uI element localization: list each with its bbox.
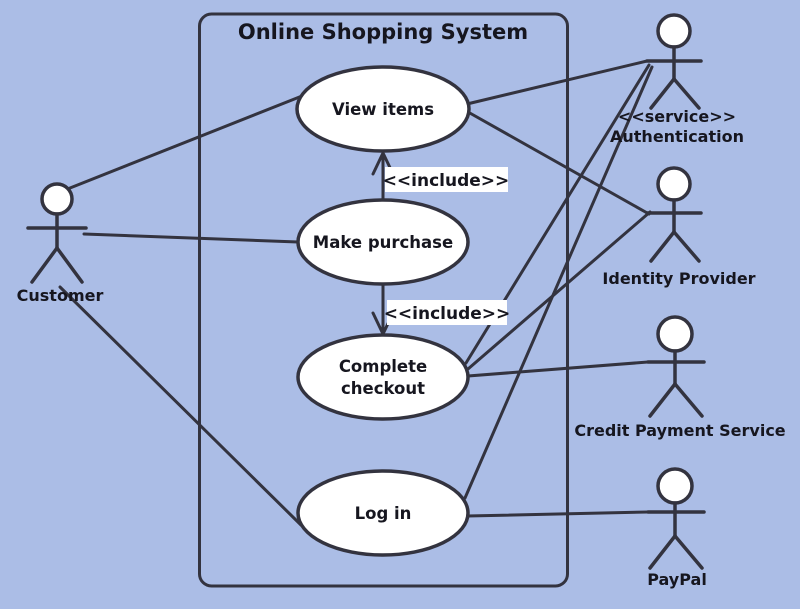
usecase-log-in: Log in — [296, 469, 470, 557]
include-label-background — [385, 167, 508, 192]
edge-log-in-paypal — [465, 510, 650, 518]
actor-head-icon — [656, 13, 692, 49]
usecase-complete-checkout: Complete checkout — [296, 333, 470, 421]
actor-label: Authentication — [610, 127, 744, 146]
actor-label: Customer — [17, 286, 104, 305]
usecase-label: Log in — [355, 504, 412, 523]
edge-customer-make-purchase — [82, 232, 300, 244]
actor-head-icon — [656, 315, 694, 353]
actor-head-icon — [656, 467, 694, 505]
actor-customer: Customer — [17, 182, 104, 305]
edge-log-in-authentication — [463, 65, 654, 500]
actor-label: PayPal — [647, 570, 707, 589]
actor-paypal: PayPal — [646, 467, 707, 589]
actor-leg-left — [648, 382, 677, 418]
edge-customer-view-items — [68, 94, 304, 190]
actor-leg-right — [672, 77, 701, 110]
usecase-label: Make purchase — [313, 233, 453, 252]
include-stereotype-label: <<include>> — [383, 171, 510, 191]
actor-label: Identity Provider — [602, 269, 755, 288]
actor-authentication: <<service>> Authentication — [610, 13, 744, 146]
edge-customer-log-in — [58, 285, 303, 527]
usecase-ellipse — [296, 333, 470, 421]
actor-leg-right — [673, 382, 704, 418]
actor-stereotype: <<service>> — [618, 107, 736, 126]
include-label-top: <<include>> — [383, 167, 510, 192]
system-title: Online Shopping System — [238, 20, 528, 44]
edge-complete-checkout-identity-provider — [466, 210, 652, 371]
actor-head-icon — [40, 182, 74, 216]
actor-credit-payment-service: Credit Payment Service — [574, 315, 786, 440]
usecase-ellipse — [296, 198, 470, 286]
edge-complete-checkout-credit-payment — [466, 360, 650, 378]
actor-leg-left — [648, 534, 677, 570]
include-label-bottom: <<include>> — [384, 300, 511, 325]
actor-head-icon — [656, 166, 692, 202]
usecase-label-line2: checkout — [341, 379, 425, 398]
actor-leg-left — [649, 77, 676, 110]
actor-label: Credit Payment Service — [574, 421, 785, 440]
usecase-label-line1: Complete — [339, 357, 427, 376]
edge-view-items-authentication — [465, 59, 649, 106]
usecase-make-purchase: Make purchase — [296, 198, 470, 286]
actor-leg-right — [673, 534, 704, 570]
actor-leg-right — [672, 230, 701, 263]
include-label-background — [387, 300, 507, 325]
actor-leg-left — [649, 230, 676, 263]
usecase-ellipse — [295, 65, 471, 153]
include-stereotype-label: <<include>> — [384, 304, 511, 324]
edge-view-items-identity-provider — [466, 110, 651, 216]
actor-leg-right — [55, 246, 84, 284]
actor-identity-provider: Identity Provider — [602, 166, 756, 288]
usecase-view-items: View items — [295, 65, 471, 153]
system-boundary — [198, 12, 569, 588]
usecase-label: View items — [332, 100, 434, 119]
usecase-ellipse — [296, 469, 470, 557]
actor-leg-left — [30, 246, 59, 284]
